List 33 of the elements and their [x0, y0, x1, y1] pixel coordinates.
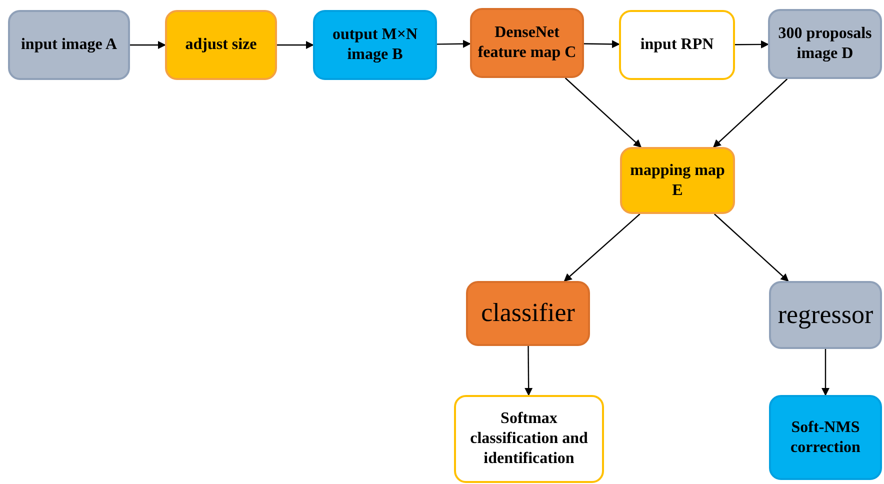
- box-label: output M×N image B: [331, 25, 419, 65]
- box-label: adjust size: [185, 35, 257, 55]
- process-box: [470, 8, 584, 78]
- arrow: [584, 40, 620, 48]
- arrow: [564, 214, 640, 282]
- box-label: input RPN: [640, 35, 714, 55]
- arrow: [735, 40, 769, 48]
- box-label: 300 proposals image D: [777, 24, 873, 64]
- process-box: [466, 281, 590, 346]
- process-box: [769, 281, 882, 349]
- arrow: [130, 41, 166, 49]
- process-box: [8, 10, 130, 80]
- process-box: [165, 10, 277, 80]
- process-box: [454, 395, 604, 483]
- process-box: [620, 147, 735, 214]
- arrow: [564, 78, 642, 148]
- arrow: [714, 214, 789, 282]
- box-label: Soft-NMS correction: [790, 418, 862, 458]
- process-box: [769, 395, 882, 480]
- arrow: [524, 346, 533, 396]
- box-label: regressor: [778, 298, 874, 331]
- arrow: [277, 41, 314, 49]
- process-box: [768, 9, 882, 79]
- arrow: [822, 349, 830, 396]
- box-label: input image A: [20, 35, 117, 55]
- process-box: [619, 10, 735, 80]
- arrow: [712, 78, 788, 148]
- box-label: mapping map E: [629, 160, 726, 200]
- box-label: Softmax classification and identification: [469, 409, 589, 469]
- box-label: DenseNet feature map C: [476, 23, 578, 63]
- box-label: classifier: [481, 297, 575, 330]
- arrow: [437, 40, 471, 48]
- process-box: [313, 10, 437, 80]
